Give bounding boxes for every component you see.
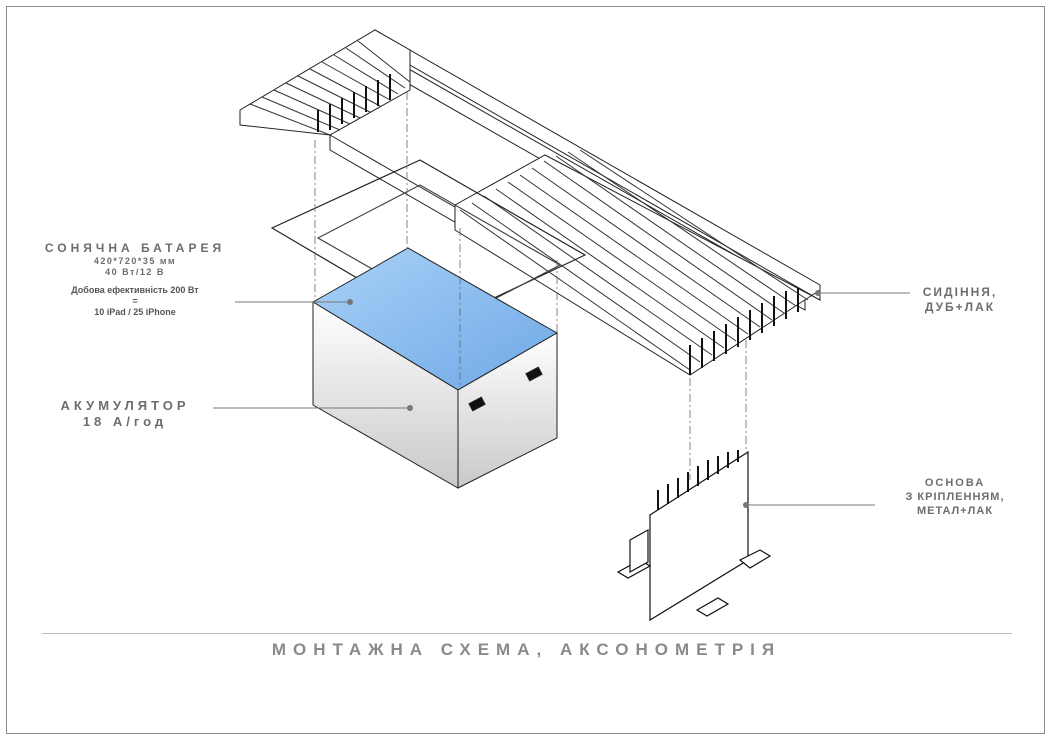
solar-equals: = <box>132 295 138 306</box>
footer-divider <box>42 633 1012 634</box>
projection-lines <box>314 92 747 480</box>
solar-title: СОНЯЧНА БАТАРЕЯ <box>44 241 226 255</box>
battery-label: АКУМУЛЯТОР 18 А/год <box>40 398 210 431</box>
leader-dots <box>347 290 821 508</box>
seat-label: СИДІННЯ, ДУБ+ЛАК <box>910 285 1010 315</box>
battery-capacity: 18 А/год <box>82 414 168 430</box>
solar-devices: 10 iPad / 25 iPhone <box>94 307 176 317</box>
page-title: МОНТАЖНА СХЕМА, АКСОНОМЕТРІЯ <box>271 640 782 659</box>
leader-lines <box>213 292 910 506</box>
solar-size: 420*720*35 мм <box>93 256 177 266</box>
base-label: ОСНОВА З КРІПЛЕННЯМ, МЕТАЛ+ЛАК <box>880 477 1030 518</box>
battery-box <box>312 247 559 489</box>
seat-line2: ДУБ+ЛАК <box>924 300 996 314</box>
solar-power: 40 Вт/12 В <box>105 267 165 278</box>
base-line3: МЕТАЛ+ЛАК <box>916 504 994 517</box>
seat-line1: СИДІННЯ, <box>922 285 998 299</box>
metal-base <box>616 450 772 622</box>
base-line2: З КРІПЛЕННЯМ, <box>905 490 1005 503</box>
bench-seat <box>239 29 821 376</box>
solar-label: СОНЯЧНА БАТАРЕЯ 420*720*35 мм 40 Вт/12 В… <box>20 241 250 318</box>
base-line1: ОСНОВА <box>924 477 986 489</box>
solar-efficiency: Добова ефективність 200 Вт <box>71 284 199 295</box>
battery-title: АКУМУЛЯТОР <box>60 398 190 413</box>
